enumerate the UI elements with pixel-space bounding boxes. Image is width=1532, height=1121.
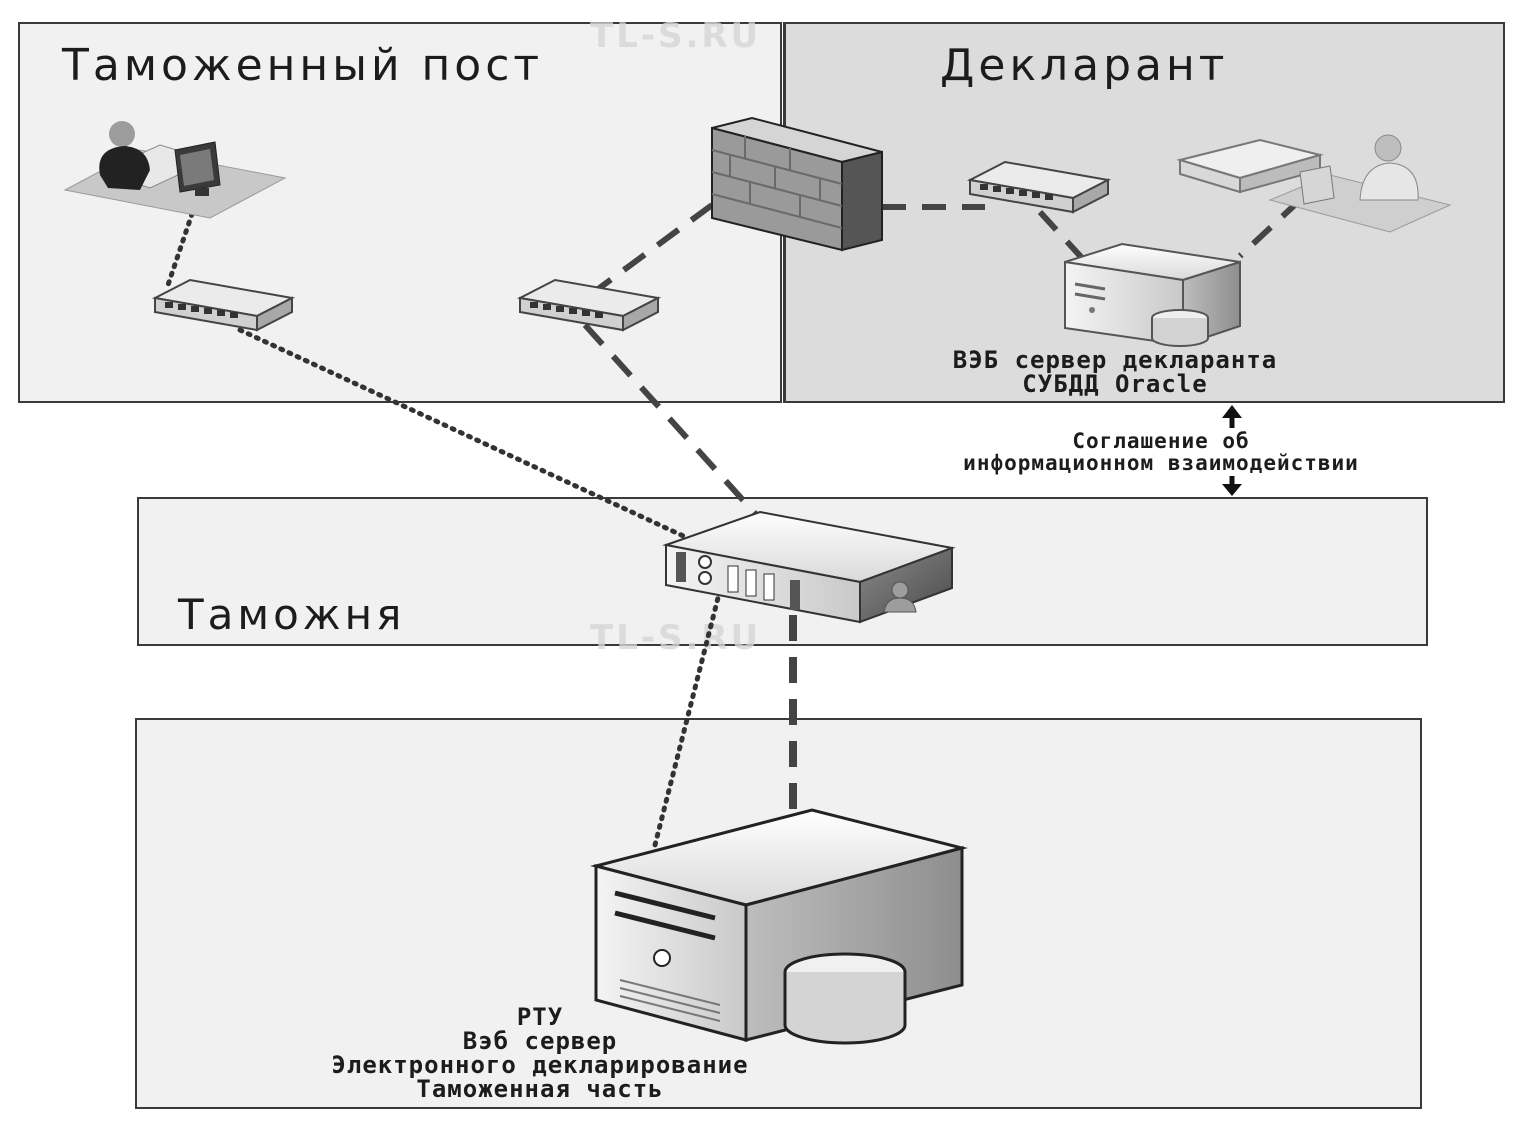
declarant-workstation-icon — [1176, 134, 1452, 233]
rtu-web-server-icon — [590, 808, 968, 1045]
customs-title: Таможня — [178, 590, 406, 639]
dashed-link-switch-web-server — [1037, 209, 1085, 261]
dashed-link-workstation-web-server — [1237, 197, 1303, 259]
caption-line: ВЭБ сервер декларанта — [952, 346, 1278, 374]
workstation-operator-icon — [63, 121, 287, 219]
agreement-arrows — [1222, 405, 1242, 496]
dotted-link-customs-server-rtu — [652, 587, 723, 848]
dotted-link-workstation-switch — [165, 202, 198, 288]
caption-line: Соглашение об — [1072, 429, 1250, 453]
zone-customs-post — [18, 22, 782, 403]
watermark-middle: TL-S.RU — [590, 618, 762, 658]
caption-line: Таможенная часть — [416, 1075, 664, 1103]
caption-line: информационном взаимодействии — [963, 451, 1359, 475]
customs-rack-server-icon — [662, 510, 956, 624]
rtu-server-caption: РТУ Вэб сервер Электронного декларирован… — [150, 1005, 930, 1101]
watermark-top: TL-S.RU — [590, 16, 762, 56]
firewall-icon — [711, 116, 883, 252]
customs-post-title: Таможенный пост — [62, 40, 544, 91]
caption-line: Электронного декларирование — [331, 1051, 749, 1079]
network-switch-icon — [966, 160, 1112, 214]
dashed-link-switch-firewall — [588, 202, 714, 298]
caption-line: РТУ — [516, 1003, 564, 1031]
web-server-declarant-icon — [1064, 242, 1241, 347]
declarant-server-caption: ВЭБ сервер декларанта СУБДД Oracle — [800, 348, 1430, 396]
network-switch-icon — [151, 278, 296, 332]
connection-lines — [165, 197, 1303, 848]
caption-line: Вэб сервер — [462, 1027, 618, 1055]
dashed-link-switch-customs-server — [582, 322, 773, 533]
caption-line: СУБДД Oracle — [1022, 370, 1208, 398]
dotted-link-switch-customs-server — [237, 327, 738, 563]
agreement-caption: Соглашение об информационном взаимодейст… — [790, 430, 1532, 474]
declarant-title: Декларант — [940, 40, 1229, 91]
network-switch-icon — [516, 278, 662, 332]
